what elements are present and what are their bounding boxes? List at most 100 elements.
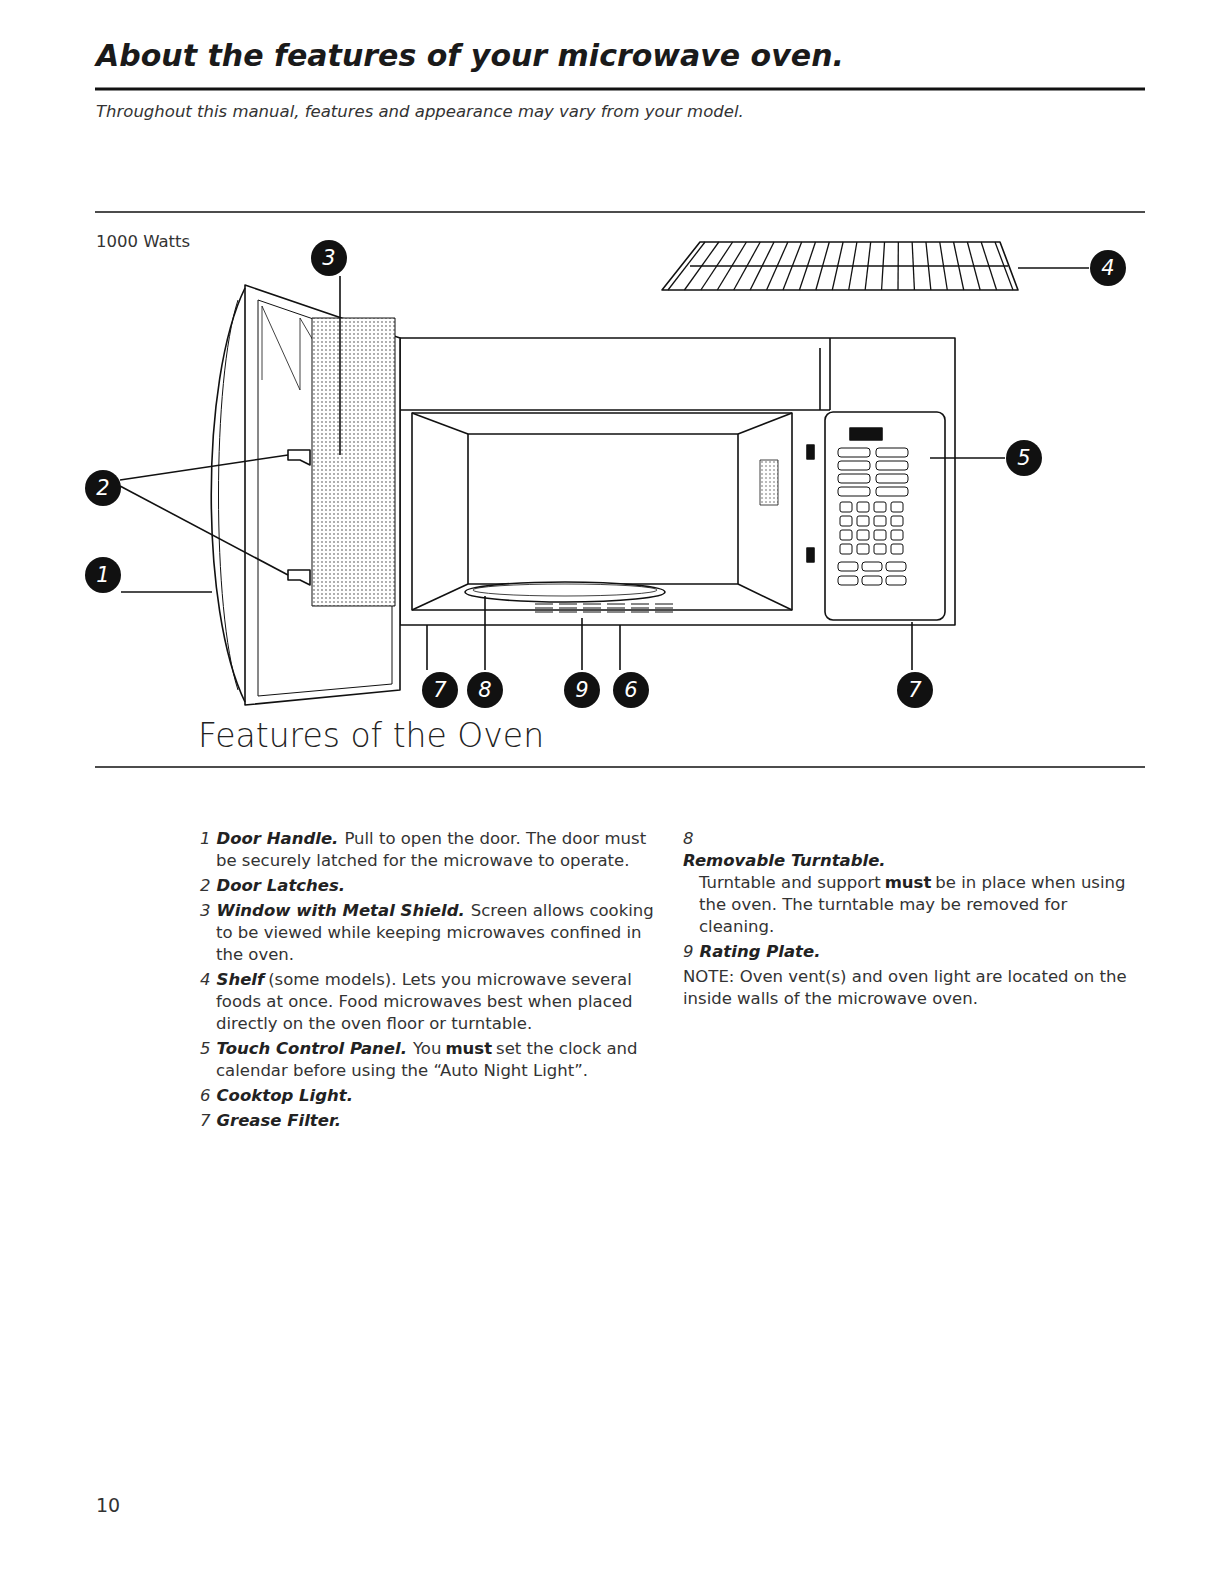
item-title: Door Handle. [217, 829, 339, 848]
callout-text: 9 [575, 680, 588, 701]
leader-line [484, 596, 486, 670]
body-edge [400, 409, 830, 411]
feature-item: 3Window with Metal Shield.Screen allows … [200, 900, 665, 966]
callout-number: 2 [85, 470, 121, 506]
callout-number: 1 [85, 557, 121, 593]
item-description: (some models). Lets you microwave severa… [216, 970, 632, 1033]
item-number: 6 [200, 1086, 211, 1105]
oven-cavity [412, 413, 792, 610]
subtitle-note: Throughout this manual, features and app… [96, 102, 744, 121]
feature-item: NOTE: Oven vent(s) and oven light are lo… [683, 966, 1143, 1010]
leader-line [426, 625, 428, 670]
turntable-rim [473, 584, 657, 596]
feature-item: 8Removable Turntable.Turntable and suppo… [683, 828, 1143, 938]
keypad [838, 448, 908, 585]
item-number: 5 [200, 1039, 211, 1058]
window-shield [312, 318, 395, 606]
leader-line [911, 622, 913, 670]
leader-line [1018, 267, 1089, 269]
text-column: 1Door Handle.Pull to open the door. The … [200, 828, 665, 1135]
shelf [662, 242, 1018, 290]
feature-item: 9 Rating Plate. [683, 941, 1143, 963]
control-panel [825, 412, 945, 620]
item-title: must [445, 1039, 492, 1058]
turntable [465, 582, 665, 602]
door-switch [807, 548, 814, 562]
item-description: You [413, 1039, 441, 1058]
item-title: Removable Turntable. [699, 850, 1137, 872]
callout-number: 4 [1090, 250, 1126, 286]
item-number: 7 [200, 1111, 211, 1130]
callout-number: 7 [422, 672, 458, 708]
feature-item: 6 Cooktop Light. [200, 1085, 665, 1107]
item-number: 3 [200, 901, 211, 920]
cavity-edge [738, 413, 792, 434]
leader-line [120, 486, 288, 575]
wattage-label: 1000 Watts [96, 232, 190, 251]
leader-line [339, 276, 341, 455]
leader-line [930, 457, 1005, 459]
callout-text: 8 [478, 680, 491, 701]
item-number: 8 [683, 829, 694, 848]
page-title: About the features of your microwave ove… [96, 38, 844, 73]
cooktop-light-vents [535, 604, 673, 612]
cavity-edge [738, 584, 792, 610]
cavity-back-wall [468, 434, 738, 584]
leader-line [581, 618, 583, 670]
feature-item: 7 Grease Filter. [200, 1110, 665, 1132]
door-latch [288, 450, 310, 465]
callout-text: 1 [96, 565, 109, 586]
feature-item: 5Touch Control Panel.Youmustset the cloc… [200, 1038, 665, 1082]
shelf-bars [668, 242, 1013, 290]
item-description: Turntable and support [699, 873, 881, 892]
callout-number: 9 [564, 672, 600, 708]
item-title: Rating Plate. [700, 942, 821, 961]
cavity-edge [412, 584, 468, 610]
callout-text: 2 [96, 478, 109, 499]
item-number: 2 [200, 876, 211, 895]
callout-text: 7 [908, 680, 921, 701]
callout-text: 4 [1101, 258, 1114, 279]
display [850, 428, 882, 440]
feature-item: 4 Shelf(some models). Lets you microwave … [200, 969, 665, 1035]
door-latch [288, 570, 310, 585]
page-number: 10 [96, 1494, 120, 1516]
callout-number: 7 [897, 672, 933, 708]
section-rule [95, 211, 1145, 213]
cavity-edge [412, 413, 468, 434]
callout-text: 6 [624, 680, 637, 701]
item-title: Door Latches. [217, 876, 346, 895]
feature-item: 1Door Handle.Pull to open the door. The … [200, 828, 665, 872]
body-edge [819, 348, 821, 410]
item-title: must [885, 873, 932, 892]
item-title: Cooktop Light. [217, 1086, 353, 1105]
item-number: 9 [683, 942, 694, 961]
item-number: 4 [200, 970, 211, 989]
callout-number: 5 [1006, 440, 1042, 476]
door-switch [807, 445, 814, 459]
feature-item: 2 Door Latches. [200, 875, 665, 897]
item-description: NOTE: Oven vent(s) and oven light are lo… [683, 967, 1127, 1008]
callout-number: 6 [613, 672, 649, 708]
leader-line [619, 625, 621, 670]
section-heading: Features of the Oven [198, 716, 544, 755]
title-rule [95, 88, 1145, 91]
text-column: 8Removable Turntable.Turntable and suppo… [683, 828, 1143, 1013]
callout-text: 7 [433, 680, 446, 701]
callout-number: 3 [311, 240, 347, 276]
item-title: Window with Metal Shield. [217, 901, 465, 920]
callout-text: 5 [1017, 448, 1030, 469]
item-title: Grease Filter. [217, 1111, 341, 1130]
leader-line [121, 591, 212, 593]
body-edge [829, 338, 831, 410]
oven-vent [760, 460, 778, 505]
leader-line [120, 455, 288, 480]
item-title: Touch Control Panel. [217, 1039, 407, 1058]
callout-number: 8 [467, 672, 503, 708]
oven-body [400, 338, 955, 625]
door-handle [211, 288, 245, 702]
item-number: 1 [200, 829, 211, 848]
item-title: Shelf [217, 970, 265, 989]
door [245, 285, 400, 705]
door-handle [219, 300, 239, 690]
